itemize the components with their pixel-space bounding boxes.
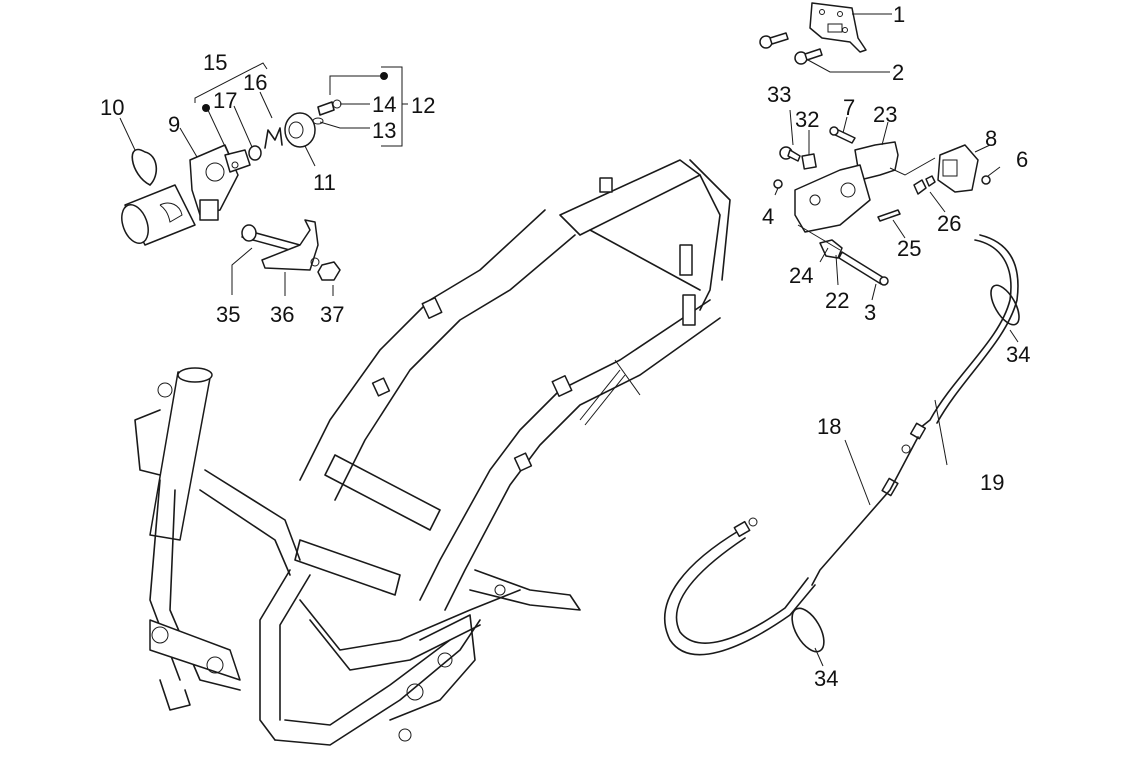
part-4-nut bbox=[773, 179, 783, 189]
part-2-screws bbox=[759, 32, 823, 65]
lock-body bbox=[794, 164, 871, 233]
part-8-actuator bbox=[937, 144, 979, 193]
callout-23: 23 bbox=[873, 102, 897, 127]
callout-35: 35 bbox=[216, 302, 240, 327]
part-1-plate bbox=[809, 2, 867, 53]
part-36-lever bbox=[261, 219, 319, 271]
seat-release-cables bbox=[664, 234, 1020, 656]
group-marker-15 bbox=[202, 104, 210, 112]
callout-26: 26 bbox=[937, 211, 961, 236]
cable-18 bbox=[811, 436, 919, 586]
callout-2: 2 bbox=[892, 60, 904, 85]
callout-3: 3 bbox=[864, 300, 876, 325]
group-marker-12 bbox=[380, 72, 388, 80]
part-13-oring bbox=[312, 117, 324, 125]
cable-19 bbox=[919, 239, 1012, 429]
callout-16: 16 bbox=[243, 70, 267, 95]
part-6-nut bbox=[981, 175, 991, 185]
callout-34-upper: 34 bbox=[1006, 342, 1030, 367]
loop-34-lower bbox=[791, 607, 825, 653]
part-14-spring bbox=[317, 101, 335, 116]
loop-34-upper bbox=[990, 284, 1020, 326]
callout-33: 33 bbox=[767, 82, 791, 107]
seat-lock-assembly bbox=[759, 2, 991, 286]
part-17-washer bbox=[248, 145, 262, 161]
callout-8: 8 bbox=[985, 126, 997, 151]
callout-18: 18 bbox=[817, 414, 841, 439]
callout-7: 7 bbox=[843, 95, 855, 120]
part-17 bbox=[224, 149, 251, 173]
callout-10: 10 bbox=[100, 95, 124, 120]
steering-lock-assembly bbox=[121, 99, 342, 246]
part-16-clip bbox=[264, 127, 283, 149]
callout-6: 6 bbox=[1016, 147, 1028, 172]
bracket-assembly bbox=[241, 219, 341, 281]
group-bracket-15 bbox=[194, 62, 268, 103]
part-10-spring bbox=[131, 148, 158, 186]
callout-labels: 1 2 3 4 6 7 8 9 10 11 12 13 14 15 16 17 … bbox=[100, 2, 1030, 691]
leader-lines bbox=[119, 13, 1019, 667]
callout-4: 4 bbox=[762, 204, 774, 229]
callout-36: 36 bbox=[270, 302, 294, 327]
callout-11: 11 bbox=[313, 170, 336, 195]
callout-17: 17 bbox=[213, 88, 237, 113]
callout-15: 15 bbox=[203, 50, 227, 75]
callout-34-lower: 34 bbox=[814, 666, 838, 691]
part-26 bbox=[913, 179, 927, 195]
callout-14: 14 bbox=[372, 92, 396, 117]
part-9-housing bbox=[189, 144, 239, 216]
group-bracket-12 bbox=[381, 66, 403, 147]
callout-1: 1 bbox=[893, 2, 905, 27]
part-3-pin bbox=[838, 251, 885, 285]
callout-24: 24 bbox=[789, 263, 813, 288]
callout-13: 13 bbox=[372, 118, 396, 143]
scooter-frame bbox=[134, 159, 731, 746]
callout-19: 19 bbox=[980, 470, 1004, 495]
callout-22: 22 bbox=[825, 288, 849, 313]
callout-9: 9 bbox=[168, 112, 180, 137]
part-25-pin bbox=[877, 209, 901, 222]
part-11-rotor bbox=[284, 112, 316, 148]
part-32-clip bbox=[801, 153, 817, 170]
callout-32: 32 bbox=[795, 107, 819, 132]
part-37-nut bbox=[317, 261, 341, 281]
callout-25: 25 bbox=[897, 236, 921, 261]
callout-37: 37 bbox=[320, 302, 344, 327]
callout-12: 12 bbox=[411, 93, 435, 118]
